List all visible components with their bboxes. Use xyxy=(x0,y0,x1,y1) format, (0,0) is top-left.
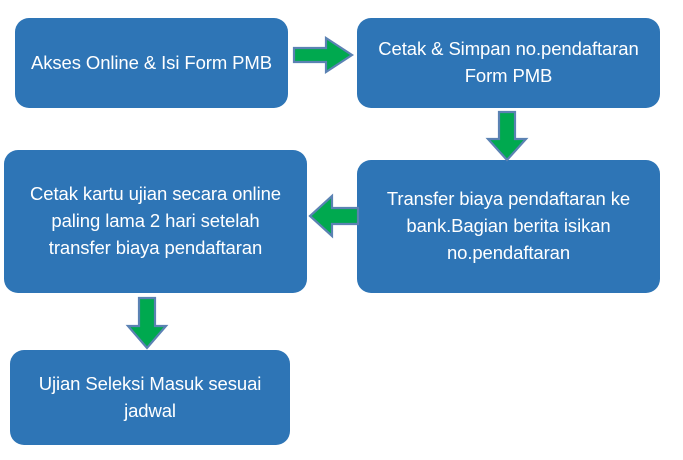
flow-node-akses-online-isi-form-pmb[interactable]: Akses Online & Isi Form PMB xyxy=(15,18,288,108)
arrow-down-icon xyxy=(125,296,169,350)
arrow-left-glyph xyxy=(308,193,360,239)
flow-node-transfer-biaya-pendaftaran[interactable]: Transfer biaya pendaftaran ke bank.Bagia… xyxy=(357,160,660,293)
arrow-down-glyph xyxy=(125,296,169,350)
flow-node-label: Cetak kartu ujian secara online paling l… xyxy=(30,183,281,258)
flow-node-label: Akses Online & Isi Form PMB xyxy=(31,51,272,73)
arrow-down-icon xyxy=(485,110,529,162)
flow-node-label: Cetak & Simpan no.pendaftaran Form PMB xyxy=(378,38,639,86)
arrow-right-icon xyxy=(292,35,355,75)
flow-node-label: Transfer biaya pendaftaran ke bank.Bagia… xyxy=(386,188,631,263)
arrow-right-glyph xyxy=(292,35,355,75)
arrow-left-icon xyxy=(308,193,360,239)
flow-node-label: Ujian Seleksi Masuk sesuai jadwal xyxy=(38,372,262,421)
flow-node-ujian-seleksi-masuk[interactable]: Ujian Seleksi Masuk sesuai jadwal xyxy=(10,350,290,445)
flow-node-cetak-simpan-no-pendaftaran[interactable]: Cetak & Simpan no.pendaftaran Form PMB xyxy=(357,18,660,108)
arrow-down-glyph xyxy=(485,110,529,162)
flow-node-cetak-kartu-ujian[interactable]: Cetak kartu ujian secara online paling l… xyxy=(4,150,307,293)
